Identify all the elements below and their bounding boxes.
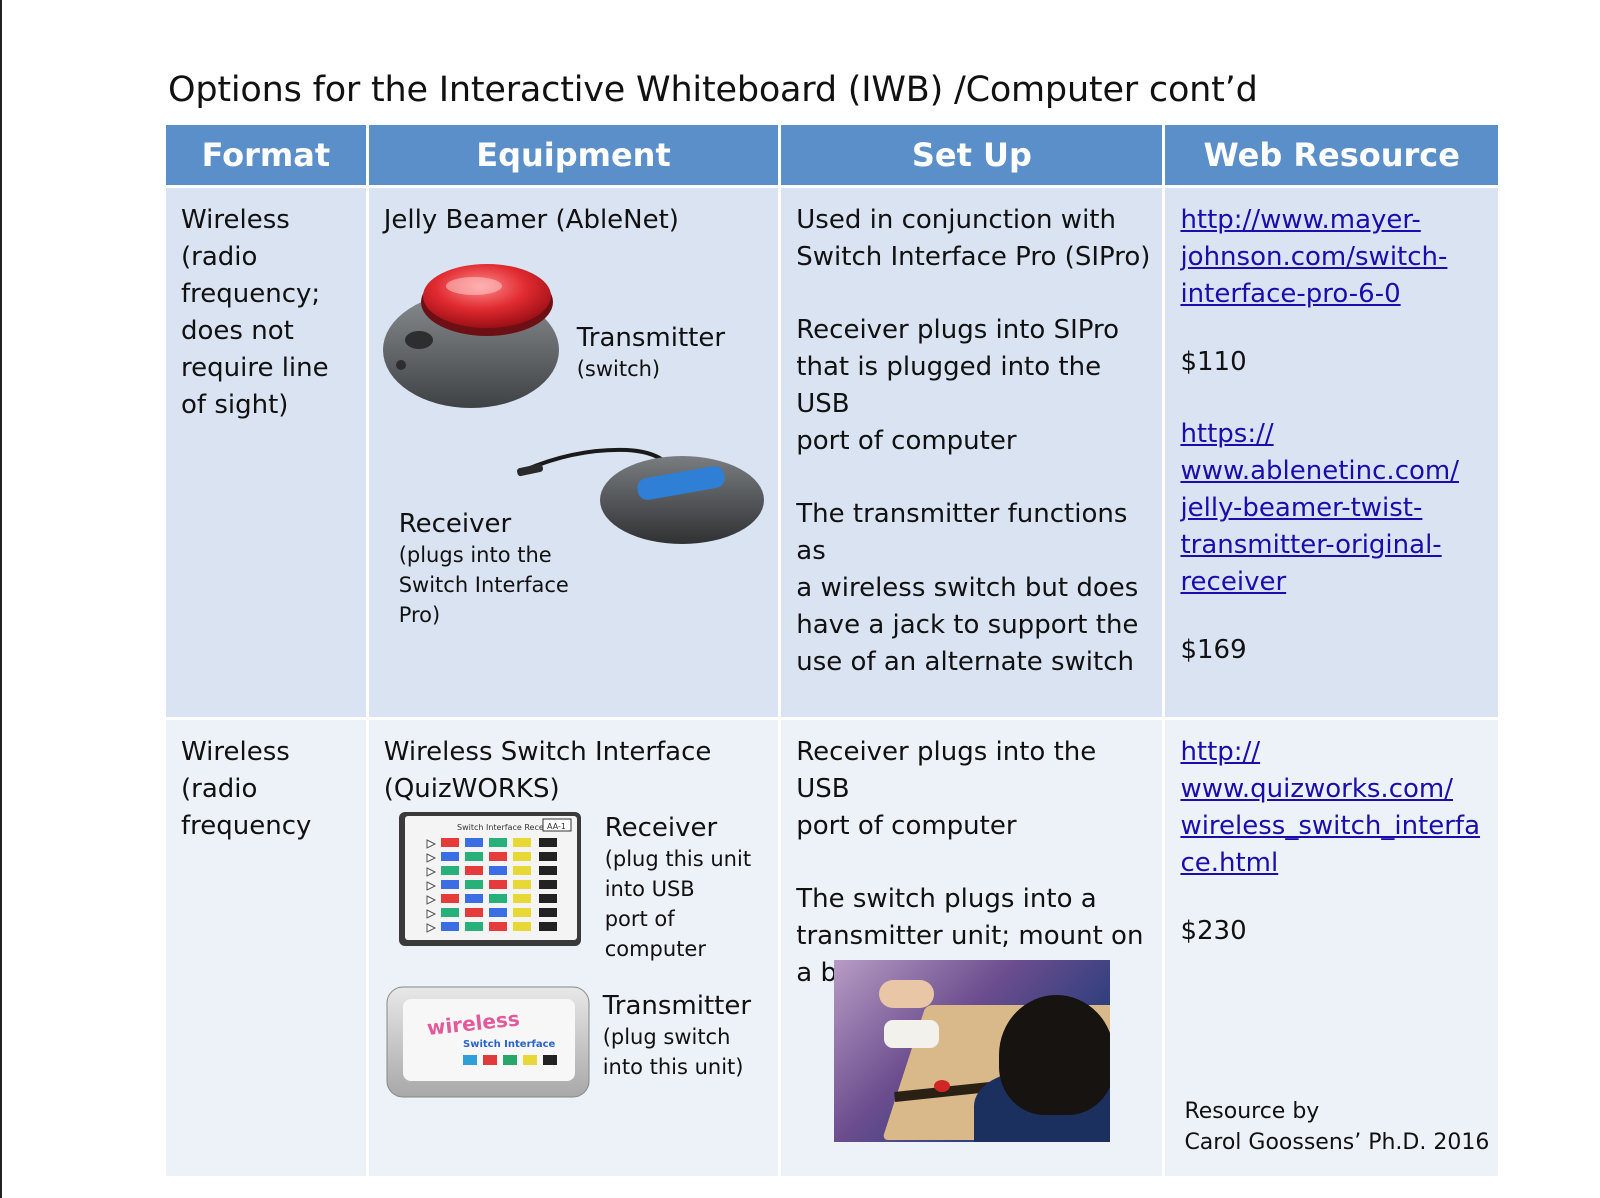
format-text: Wireless (radio frequency; does not requ…: [181, 205, 329, 420]
receiver-board-header: Switch Interface Receiver 2: [457, 823, 567, 832]
web-resource-cell: http://www.mayer- johnson.com/switch- in…: [1165, 188, 1498, 717]
setup-paragraph: Receiver plugs into SIPro that is plugge…: [796, 315, 1120, 456]
page-title: Options for the Interactive Whiteboard (…: [168, 70, 1258, 110]
format-text: Wireless (radio frequency: [181, 737, 312, 841]
receiver-note: (plug this unit into USB port of compute…: [604, 847, 752, 961]
transmitter-sub-text: Switch Interface: [463, 1039, 556, 1050]
setup-paragraph: Receiver plugs into the USB port of comp…: [796, 737, 1097, 841]
equipment-cell: Jelly Beamer (AbleNet): [368, 188, 779, 717]
setup-paragraph: The transmitter functions as a wireless …: [796, 499, 1139, 677]
resource-credit: Resource by Carol Goossens’ Ph.D. 2016: [1184, 1099, 1490, 1155]
format-cell: Wireless (radio frequency: [166, 720, 366, 1176]
transmitter-note: (plug switch into this unit): [602, 1025, 744, 1079]
child-head: [999, 995, 1111, 1115]
table-header-row: Format Equipment Set Up Web Resource: [166, 125, 1498, 185]
price-label: $230: [1180, 916, 1247, 946]
table-row-quizworks: Wireless (radio frequency Wireless Switc…: [166, 720, 1498, 1176]
student-using-switch-photo: [834, 960, 1111, 1142]
jelly-beamer-receiver-image: [516, 447, 764, 544]
equipment-title: Jelly Beamer (AbleNet): [383, 205, 679, 235]
header-format: Format: [166, 125, 366, 185]
header-equipment: Equipment: [368, 125, 779, 185]
web-resource-cell: http:// www.quizworks.com/ wireless_swit…: [1165, 720, 1498, 1176]
jelly-beamer-transmitter-image: [382, 264, 559, 408]
equipment-cell: Wireless Switch Interface (QuizWORKS) Sw…: [368, 720, 779, 1176]
setup-cell: Receiver plugs into the USB port of comp…: [781, 720, 1163, 1176]
transmitter-on-board: [884, 1020, 940, 1048]
adult-hand: [879, 980, 935, 1008]
receiver-board-tag: AA-1: [547, 822, 566, 831]
format-cell: Wireless (radio frequency; does not requ…: [166, 188, 366, 717]
table-row-jelly-beamer: Wireless (radio frequency; does not requ…: [166, 188, 1498, 717]
transmitter-note: (switch): [576, 357, 661, 381]
quizworks-receiver-image: Switch Interface Receiver 2 AA-1: [398, 812, 581, 946]
header-setup: Set Up: [781, 125, 1163, 185]
price-label: $169: [1180, 635, 1247, 665]
setup-paragraph: Used in conjunction with Switch Interfac…: [796, 205, 1151, 272]
receiver-label: Receiver: [604, 813, 718, 843]
ablenet-link[interactable]: https:// www.ablenetinc.com/ jelly-beame…: [1180, 419, 1459, 597]
quizworks-link[interactable]: http:// www.quizworks.com/ wireless_swit…: [1180, 737, 1481, 878]
price-label: $110: [1180, 347, 1247, 377]
header-web-resource: Web Resource: [1165, 125, 1498, 185]
receiver-note: (plugs into the Switch Interface Pro): [398, 543, 569, 627]
mayer-johnson-link[interactable]: http://www.mayer- johnson.com/switch- in…: [1180, 205, 1448, 309]
setup-cell: Used in conjunction with Switch Interfac…: [781, 188, 1163, 717]
red-switch: [934, 1080, 951, 1092]
transmitter-label: Transmitter: [602, 991, 752, 1021]
quizworks-transmitter-image: wireless Switch Interface: [386, 986, 590, 1098]
equipment-title: Wireless Switch Interface (QuizWORKS): [383, 737, 712, 804]
options-table: Format Equipment Set Up Web Resource Wir…: [163, 122, 1501, 1179]
receiver-label: Receiver: [398, 509, 512, 539]
transmitter-label: Transmitter: [576, 323, 726, 353]
page-left-border: [0, 0, 2, 1198]
